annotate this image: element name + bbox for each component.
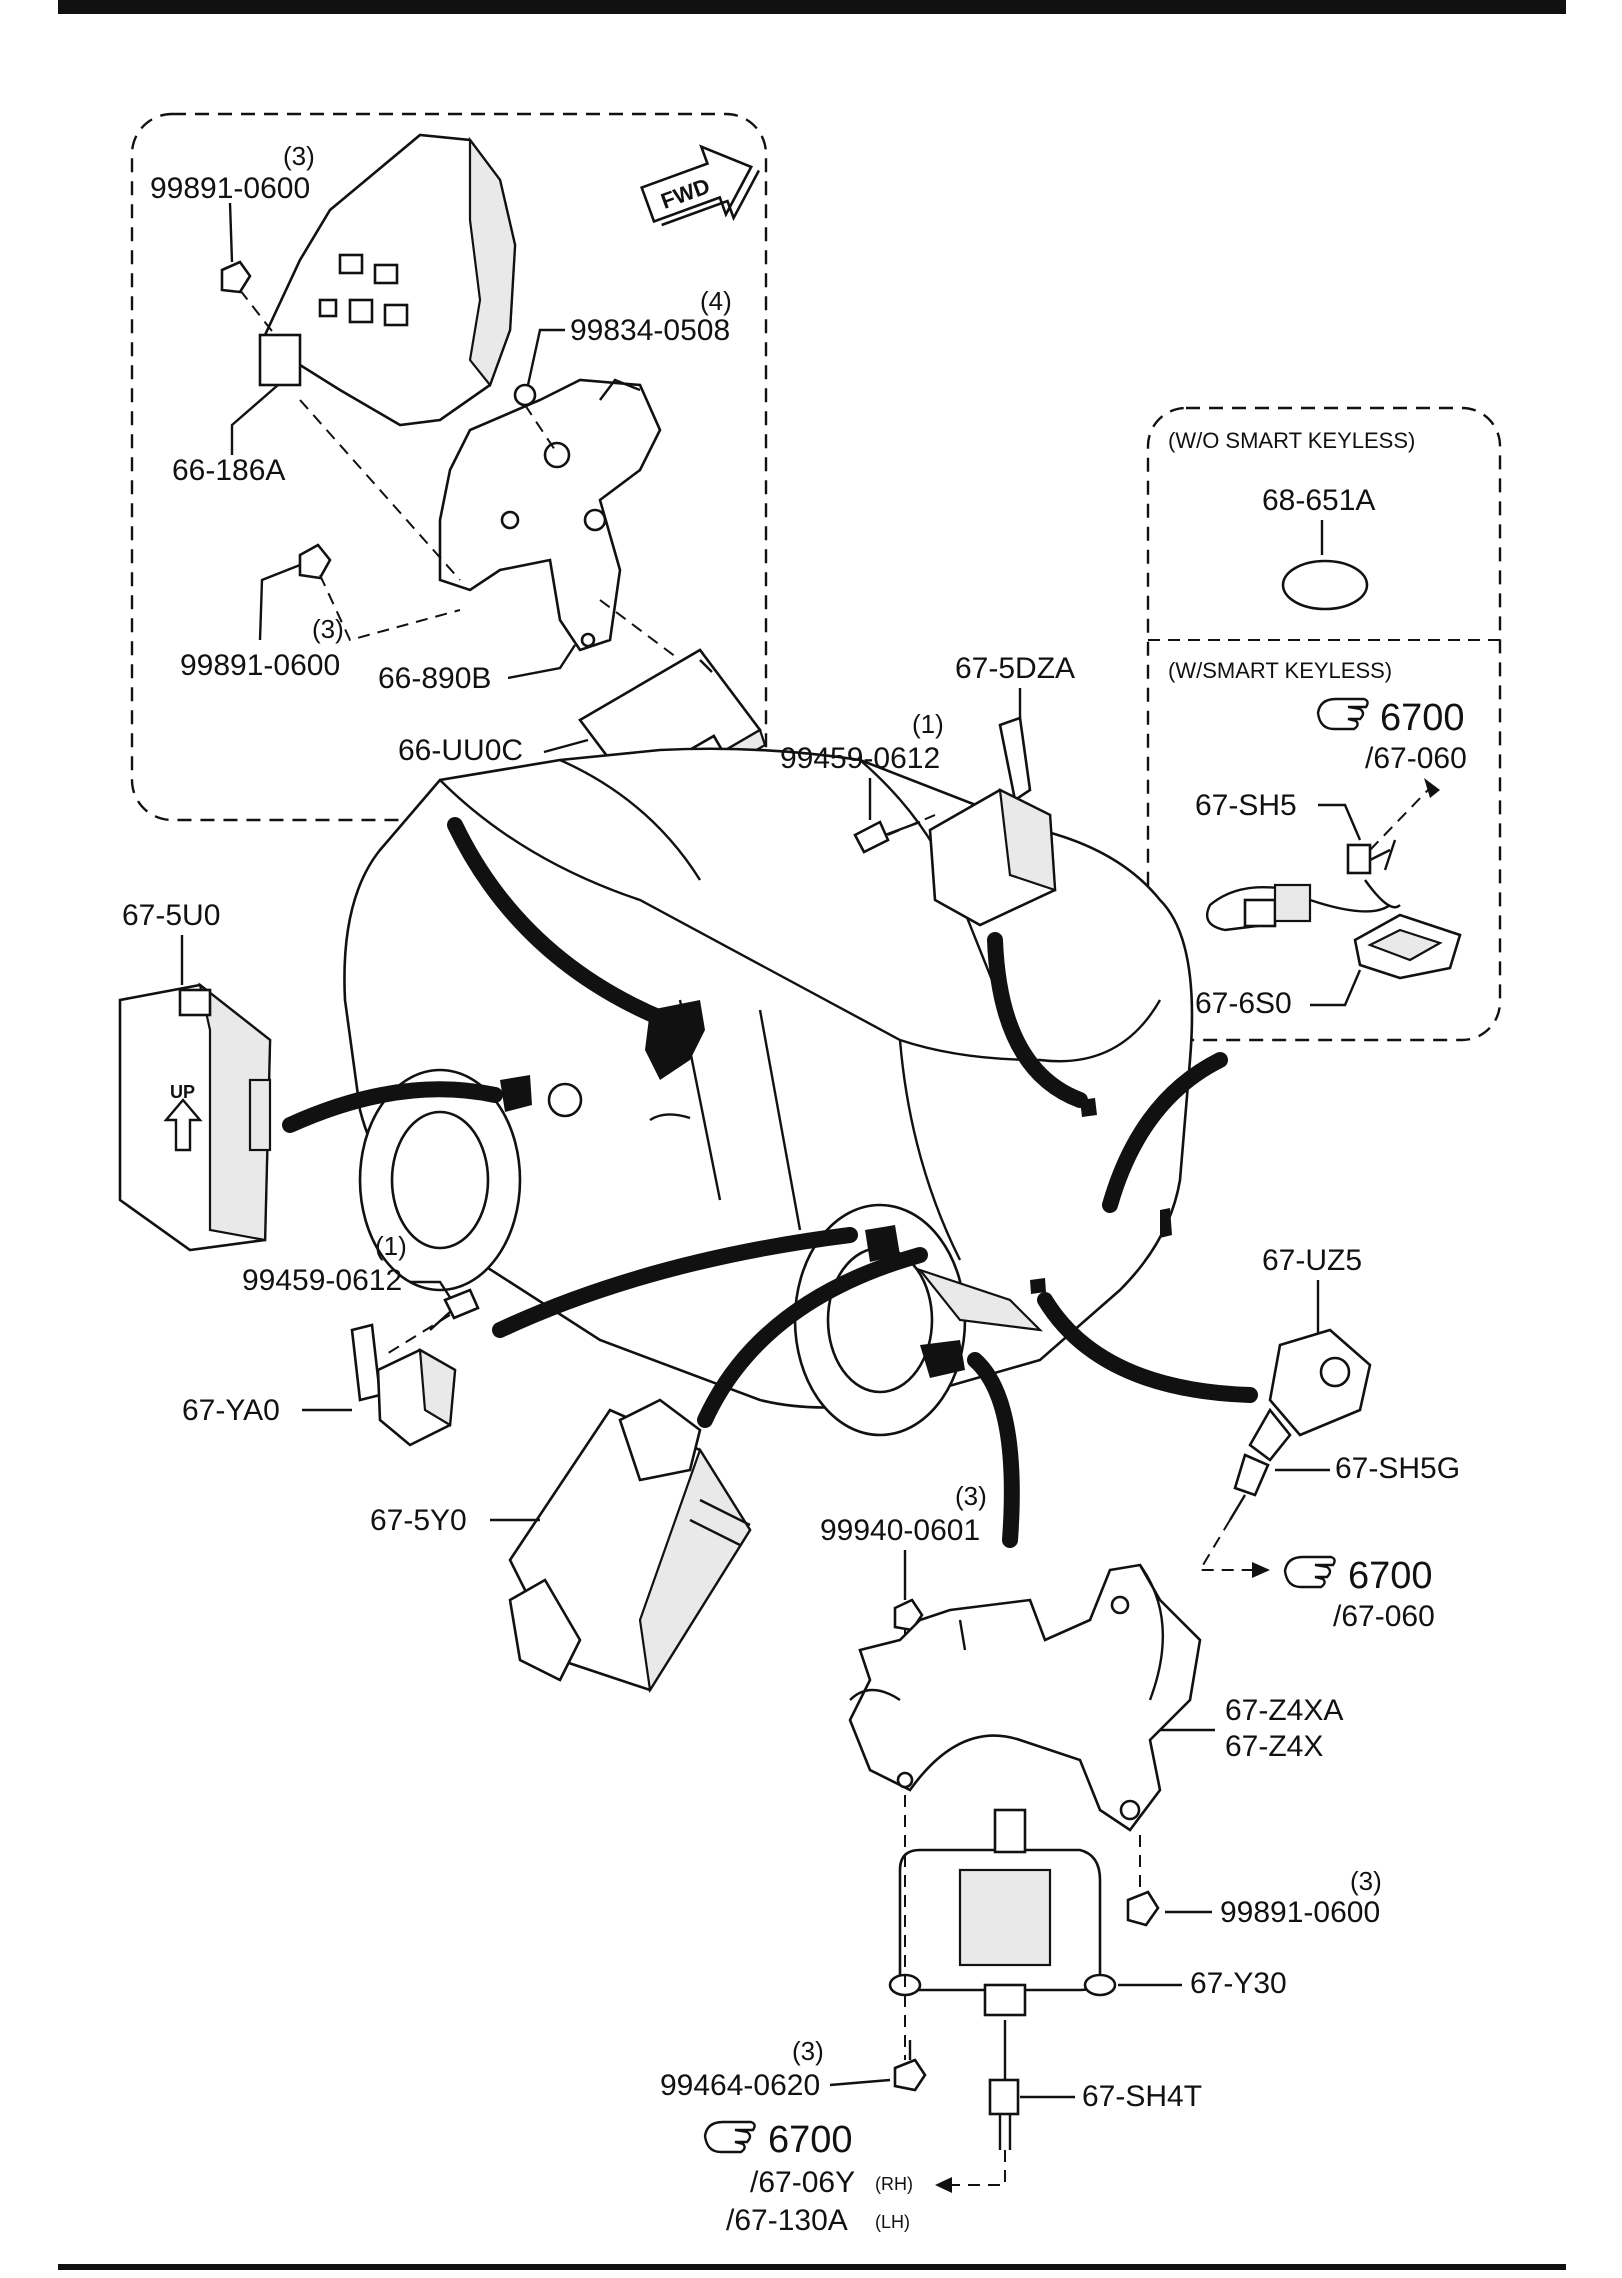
qty-99459-0612-b: (1) <box>375 1231 407 1261</box>
qty-99940-0601: (3) <box>955 1481 987 1511</box>
leader-UZ5 <box>1037 1292 1258 1403</box>
qty-99891-0600-bottom: (3) <box>1350 1866 1382 1896</box>
nut-99891-0600-mid <box>298 543 332 580</box>
nut-99891-0600-bottom <box>1126 1890 1160 1927</box>
bracket-cover-66-186A[interactable] <box>258 133 517 427</box>
sensor-67-UZ5[interactable] <box>1228 1328 1372 1521</box>
keyless-detail-box <box>1146 406 1502 1042</box>
label-66-UU0C[interactable]: 66-UU0C <box>398 734 523 767</box>
bolt-99464-0620 <box>893 2040 927 2092</box>
ref-bottom-rh: (RH) <box>875 2174 913 2194</box>
ref-bottom-lh: (LH) <box>875 2212 910 2232</box>
region-without-smart-keyless: (W/O SMART KEYLESS) <box>1168 428 1415 453</box>
ref-keyless-sub[interactable]: /67-060 <box>1365 742 1467 775</box>
harness-67-SH5[interactable] <box>1346 778 1440 909</box>
label-67-5Y0[interactable]: 67-5Y0 <box>370 1504 467 1537</box>
label-99891-0600-bottom[interactable]: 99891-0600 <box>1220 1896 1380 1929</box>
label-67-5U0[interactable]: 67-5U0 <box>122 899 220 932</box>
leader-5Y0 <box>697 1247 928 1428</box>
label-67-SH5G[interactable]: 67-SH5G <box>1335 1452 1460 1485</box>
qty-99891-0600-mid: (3) <box>312 614 344 644</box>
ref-keyless-group[interactable]: 6700 <box>1380 697 1465 739</box>
bracket-66-890B[interactable] <box>438 378 662 652</box>
label-67-UZ5[interactable]: 67-UZ5 <box>1262 1244 1362 1277</box>
module-up-label: UP <box>170 1082 195 1102</box>
label-67-6S0[interactable]: 67-6S0 <box>1195 987 1292 1020</box>
bolt-99459-0612-b <box>429 1288 480 1331</box>
leader-YA0 <box>492 1227 858 1338</box>
label-67-Z4XA[interactable]: 67-Z4XA <box>1225 1694 1343 1727</box>
label-67-YA0[interactable]: 67-YA0 <box>182 1394 280 1427</box>
label-99891-0600-top[interactable]: 99891-0600 <box>150 172 310 205</box>
label-99891-0600-mid[interactable]: 99891-0600 <box>180 649 340 682</box>
leader-5U0 <box>282 1081 503 1133</box>
label-99940-0601[interactable]: 99940-0601 <box>820 1514 980 1547</box>
label-99459-0612-b[interactable]: 99459-0612 <box>242 1264 402 1297</box>
qty-99834-0508: (4) <box>700 286 732 316</box>
module-67-5Y0[interactable] <box>508 1398 752 1694</box>
module-67-5U0[interactable]: UP <box>118 982 272 1252</box>
bottom-border-bar <box>58 2264 1566 2270</box>
harness-67-SH4T[interactable] <box>988 2020 1020 2150</box>
hand-pointer-icon <box>1316 697 1369 731</box>
label-67-Y30[interactable]: 67-Y30 <box>1190 1967 1287 2000</box>
nut-99891-0600-top <box>220 260 252 294</box>
relay-67-5DZA[interactable] <box>928 716 1057 927</box>
label-67-SH4T[interactable]: 67-SH4T <box>1082 2080 1202 2113</box>
label-68-651A[interactable]: 68-651A <box>1262 484 1375 517</box>
leader-upper-box <box>447 817 673 1028</box>
ref-bottom-group[interactable]: 6700 <box>768 2119 853 2161</box>
qty-99459-0612-a: (1) <box>912 709 944 739</box>
label-67-Z4X[interactable]: 67-Z4X <box>1225 1730 1323 1763</box>
ref-sh5g-sub[interactable]: /67-060 <box>1333 1600 1435 1633</box>
leader-Y30 <box>967 1352 1020 1548</box>
ref-bottom-sub-rh[interactable]: /67-06Y <box>750 2166 855 2199</box>
label-67-SH5[interactable]: 67-SH5 <box>1195 789 1297 822</box>
label-99459-0612-a[interactable]: 99459-0612 <box>780 742 940 775</box>
label-99834-0508[interactable]: 99834-0508 <box>570 314 730 347</box>
upper-detail-box <box>130 112 768 822</box>
hand-pointer-icon-2 <box>1283 1555 1336 1589</box>
ref-sh5g-group[interactable]: 6700 <box>1348 1555 1433 1597</box>
label-66-890B[interactable]: 66-890B <box>378 662 491 695</box>
radar-unit-67-Y30[interactable] <box>888 1808 1117 2017</box>
region-with-smart-keyless: (W/SMART KEYLESS) <box>1168 658 1392 683</box>
top-border-bar <box>58 0 1566 14</box>
label-99464-0620[interactable]: 99464-0620 <box>660 2069 820 2102</box>
bolt-99834-0508 <box>513 383 537 407</box>
leader-keyless <box>1102 1052 1228 1213</box>
hand-pointer-icon-3 <box>703 2120 756 2154</box>
ref-bottom-sub-lh[interactable]: /67-130A <box>726 2204 848 2237</box>
switch-67-6S0[interactable] <box>1205 883 1462 980</box>
qty-99891-0600-top: (3) <box>283 141 315 171</box>
label-66-186A[interactable]: 66-186A <box>172 454 285 487</box>
label-67-5DZA[interactable]: 67-5DZA <box>955 652 1075 685</box>
bracket-67-Z4X[interactable] <box>848 1563 1202 1832</box>
relay-67-YA0[interactable] <box>350 1323 457 1447</box>
leader-5DZA <box>987 932 1088 1108</box>
fwd-arrow-icon: FWD <box>640 144 761 227</box>
coin-battery-68-651A[interactable] <box>1281 559 1369 611</box>
qty-99464-0620: (3) <box>792 2036 824 2066</box>
